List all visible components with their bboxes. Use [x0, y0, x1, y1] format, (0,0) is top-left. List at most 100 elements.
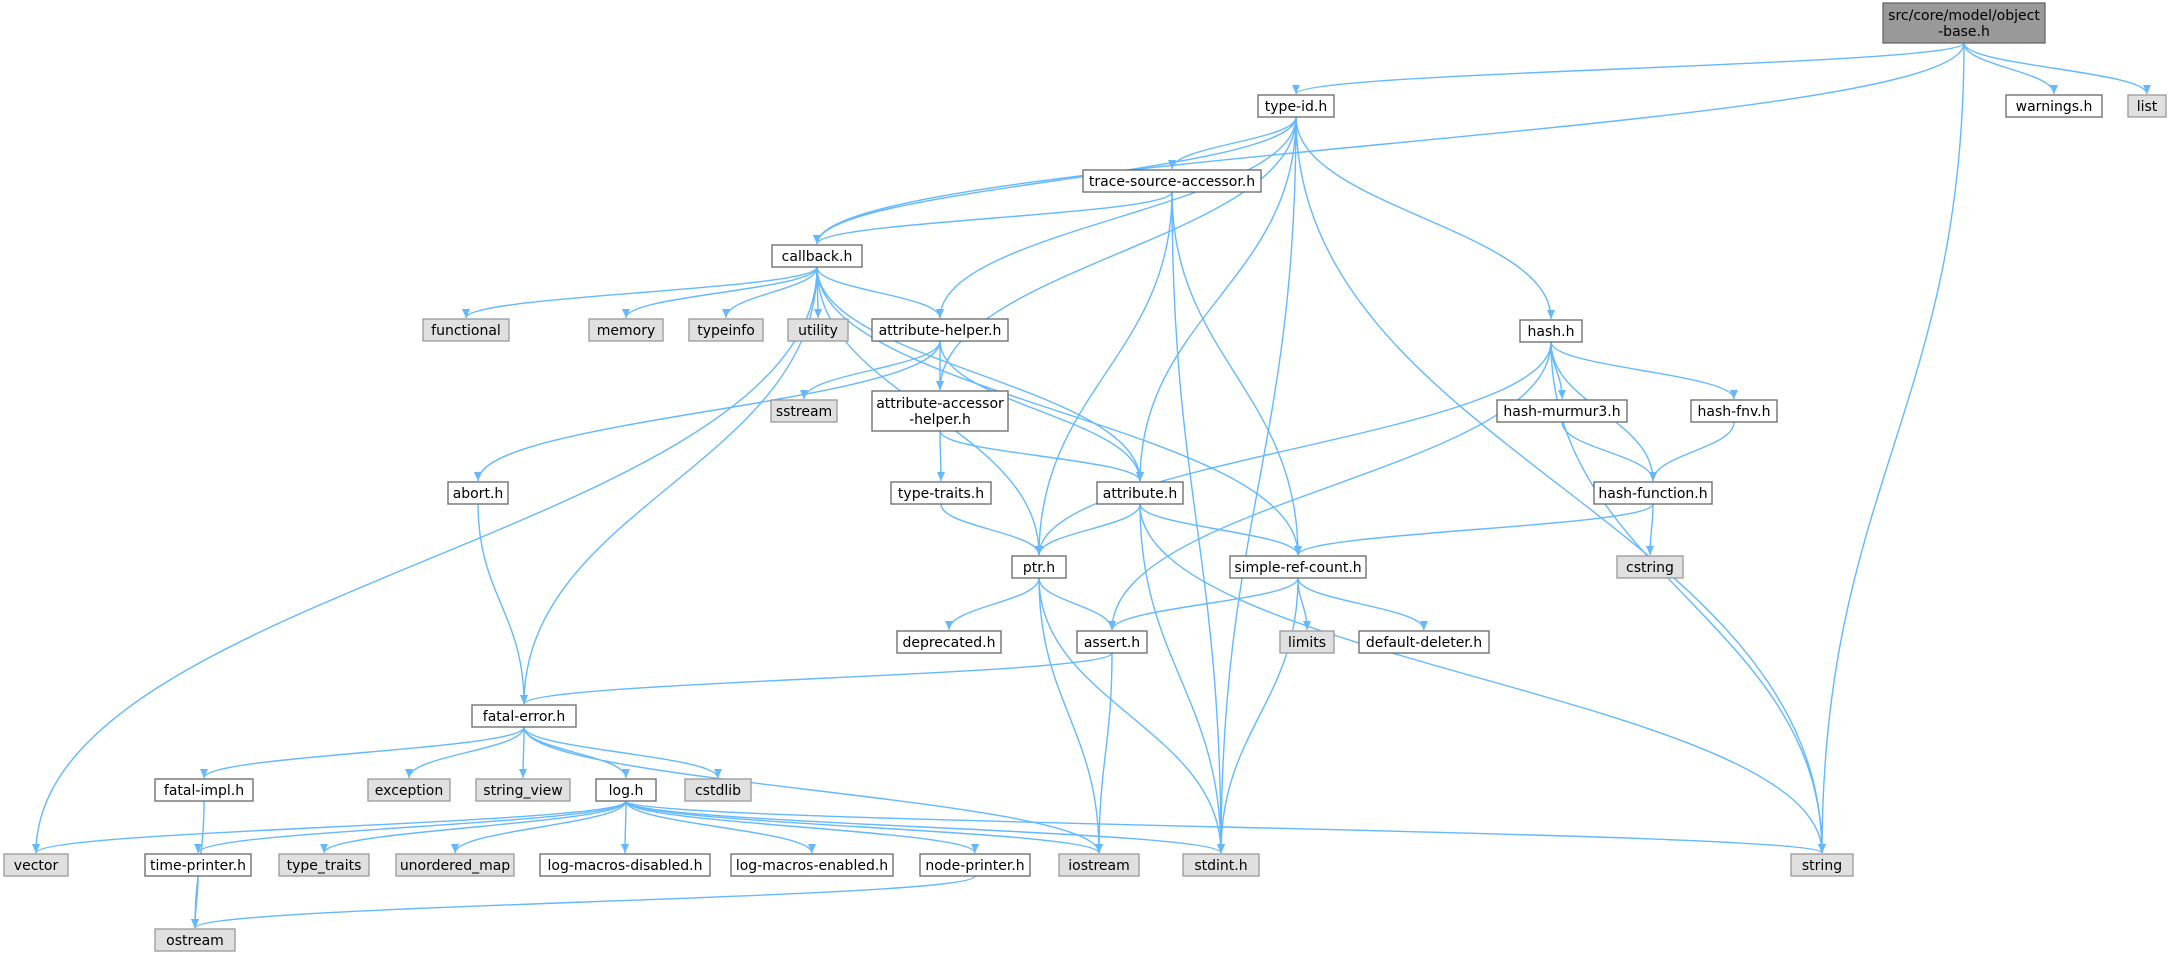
node-box-abort — [447, 481, 509, 505]
edge-attribute-to-simple-ref-count — [1139, 503, 1302, 556]
node-unordered_map[interactable]: unordered_map — [395, 853, 515, 877]
node-box-exception — [367, 778, 451, 802]
node-utility[interactable]: utility — [787, 318, 849, 342]
edge-type-id-to-string — [1295, 116, 1826, 854]
edge-callback-to-attribute-helper — [816, 266, 944, 319]
node-box-sstream — [770, 399, 838, 423]
node-trace-source-accessor[interactable]: trace-source-accessor.h — [1082, 169, 1262, 193]
edge-type-traits-h-to-ptr — [940, 503, 1043, 556]
node-log-macros-disabled[interactable]: log-macros-disabled.h — [539, 853, 711, 877]
node-ptr[interactable]: ptr.h — [1011, 555, 1067, 579]
node-label-list: list — [2137, 99, 2158, 115]
node-box-string — [1790, 853, 1854, 877]
edge-callback-to-typeinfo — [722, 266, 818, 319]
node-assert[interactable]: assert.h — [1076, 630, 1148, 654]
node-label-fatal-impl: fatal-impl.h — [164, 783, 244, 799]
edge-callback-to-memory — [622, 266, 818, 319]
node-deprecated[interactable]: deprecated.h — [896, 630, 1002, 654]
node-attribute-helper[interactable]: attribute-helper.h — [871, 318, 1009, 342]
node-layer: src/core/model/object-base.h type-id.h war… — [3, 2, 2167, 952]
node-fatal-impl[interactable]: fatal-impl.h — [154, 778, 254, 802]
node-default-deleter[interactable]: default-deleter.h — [1358, 630, 1490, 654]
edge-hash-fnv-to-hash-function — [1649, 421, 1735, 482]
node-cstring[interactable]: cstring — [1616, 555, 1684, 579]
node-memory[interactable]: memory — [588, 318, 664, 342]
node-hash-fnv[interactable]: hash-fnv.h — [1690, 399, 1778, 423]
node-box-type-id — [1257, 94, 1335, 118]
node-box-cstdlib — [684, 778, 752, 802]
edge-ptr-to-iostream — [1038, 577, 1103, 854]
node-typeinfo[interactable]: typeinfo — [688, 318, 764, 342]
node-hash-function[interactable]: hash-function.h — [1593, 481, 1713, 505]
node-box-functional — [422, 318, 510, 342]
node-attribute[interactable]: attribute.h — [1096, 481, 1184, 505]
node-label-deprecated: deprecated.h — [902, 635, 995, 651]
node-box-hash-murmur3 — [1496, 399, 1628, 423]
edge-callback-to-vector — [32, 266, 818, 854]
node-box-stdint — [1182, 853, 1260, 877]
node-label-object-base: -base.h — [1938, 24, 1990, 40]
node-label-ostream: ostream — [166, 933, 224, 949]
node-label-ptr: ptr.h — [1023, 560, 1055, 576]
node-fatal-error[interactable]: fatal-error.h — [471, 704, 577, 728]
node-node-printer[interactable]: node-printer.h — [919, 853, 1031, 877]
node-stdint[interactable]: stdint.h — [1182, 853, 1260, 877]
node-type-traits-h[interactable]: type-traits.h — [890, 481, 992, 505]
node-label-node-printer: node-printer.h — [925, 858, 1024, 874]
node-log[interactable]: log.h — [595, 778, 657, 802]
node-label-typeinfo: typeinfo — [697, 323, 755, 339]
edge-trace-source-accessor-to-callback — [813, 191, 1173, 245]
edge-object-base-to-warnings — [1963, 42, 2058, 95]
node-box-log — [595, 778, 657, 802]
node-label-stdint: stdint.h — [1194, 858, 1247, 874]
node-hash-murmur3[interactable]: hash-murmur3.h — [1496, 399, 1628, 423]
edge-attribute-helper-to-sstream — [800, 340, 941, 400]
node-iostream[interactable]: iostream — [1058, 853, 1140, 877]
edge-fatal-error-to-exception — [405, 726, 525, 779]
node-label-simple-ref-count: simple-ref-count.h — [1234, 560, 1361, 576]
node-functional[interactable]: functional — [422, 318, 510, 342]
node-log-macros-enabled[interactable]: log-macros-enabled.h — [730, 853, 894, 877]
node-vector[interactable]: vector — [3, 853, 69, 877]
node-string_view[interactable]: string_view — [475, 778, 571, 802]
node-type-id[interactable]: type-id.h — [1257, 94, 1335, 118]
node-box-list — [2127, 94, 2167, 118]
node-label-time-printer: time-printer.h — [150, 858, 246, 874]
edge-attribute-to-string — [1139, 503, 1826, 854]
node-ostream[interactable]: ostream — [154, 928, 236, 952]
node-sstream[interactable]: sstream — [770, 399, 838, 423]
edge-hash-function-to-cstring — [1646, 503, 1655, 556]
node-label-exception: exception — [375, 783, 443, 799]
edge-fatal-error-to-log — [523, 726, 630, 779]
node-attribute-accessor-helper[interactable]: attribute-accessor-helper.h — [871, 390, 1009, 432]
node-label-attribute-accessor-helper: attribute-accessor — [876, 396, 1004, 412]
node-box-limits — [1279, 630, 1335, 654]
edge-log-to-type_traits — [320, 800, 627, 854]
node-box-hash-fnv — [1690, 399, 1778, 423]
node-label-attribute-helper: attribute-helper.h — [879, 323, 1002, 339]
edge-ptr-to-assert — [1038, 577, 1116, 631]
node-warnings[interactable]: warnings.h — [2005, 94, 2103, 118]
node-object-base[interactable]: src/core/model/object-base.h — [1882, 2, 2046, 44]
node-limits[interactable]: limits — [1279, 630, 1335, 654]
node-hash[interactable]: hash.h — [1519, 319, 1583, 343]
node-type_traits[interactable]: type_traits — [278, 853, 370, 877]
node-callback[interactable]: callback.h — [771, 244, 863, 268]
node-box-cstring — [1616, 555, 1684, 579]
node-label-limits: limits — [1288, 635, 1326, 651]
node-list[interactable]: list — [2127, 94, 2167, 118]
node-simple-ref-count[interactable]: simple-ref-count.h — [1229, 555, 1367, 579]
node-string[interactable]: string — [1790, 853, 1854, 877]
node-cstdlib[interactable]: cstdlib — [684, 778, 752, 802]
node-label-log: log.h — [609, 783, 644, 799]
node-time-printer[interactable]: time-printer.h — [144, 853, 252, 877]
node-box-attribute-accessor-helper — [871, 390, 1009, 432]
node-box-hash — [1519, 319, 1583, 343]
edge-log-to-iostream — [625, 800, 1103, 854]
node-label-type-id: type-id.h — [1265, 99, 1327, 115]
node-label-log-macros-enabled: log-macros-enabled.h — [736, 858, 888, 874]
edge-object-base-to-callback — [813, 42, 1965, 245]
node-box-time-printer — [144, 853, 252, 877]
node-abort[interactable]: abort.h — [447, 481, 509, 505]
node-exception[interactable]: exception — [367, 778, 451, 802]
